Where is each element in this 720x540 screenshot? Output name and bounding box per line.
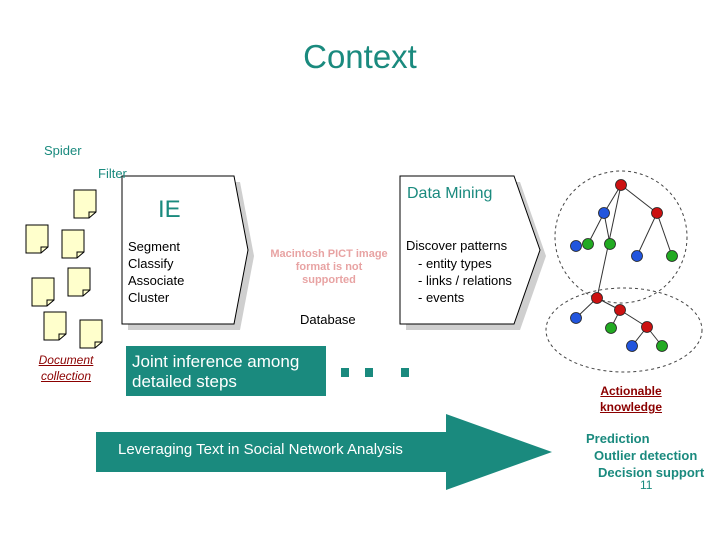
ie-step: Cluster: [128, 290, 170, 305]
banner-text: Leveraging Text in Social Network Analys…: [118, 441, 403, 458]
discover-patterns-list: - entity types - links / relations - eve…: [418, 255, 512, 306]
outcomes-list: Prediction Outlier detection Decision su…: [586, 430, 704, 481]
outcome-item: Outlier detection: [594, 448, 698, 463]
node-red: [651, 207, 663, 219]
node-green: [604, 238, 616, 250]
outcome-item: Decision support: [598, 465, 705, 480]
node-blue: [570, 312, 582, 324]
database-label: Database: [300, 312, 356, 327]
page-number: 11: [640, 478, 653, 492]
banner-arrow: [96, 414, 552, 490]
document-collection-label: Document collection: [38, 353, 94, 383]
page-title: Context: [303, 38, 417, 75]
data-mining-arrow: [399, 175, 546, 330]
network-nodes: [570, 179, 678, 352]
node-green: [666, 250, 678, 262]
node-blue: [626, 340, 638, 352]
document-icon: [67, 267, 91, 297]
actionable-knowledge-label: Actionable knowledge: [599, 384, 662, 414]
data-mining-label: Data Mining: [407, 185, 493, 202]
node-green: [656, 340, 668, 352]
discover-item: - links / relations: [418, 273, 512, 288]
document-icon: [61, 229, 85, 259]
discover-item: - entity types: [418, 256, 492, 271]
ie-step: Classify: [128, 256, 174, 271]
document-icon: [25, 224, 49, 254]
ie-step: Associate: [128, 273, 185, 288]
filter-label: Filter: [98, 166, 127, 181]
node-blue: [598, 207, 610, 219]
node-green: [582, 238, 594, 250]
node-red: [641, 321, 653, 333]
network-ellipse-bottom: [545, 287, 703, 373]
ie-steps-list: Segment Classify Associate Cluster: [128, 238, 184, 306]
discover-patterns-title: Discover patterns: [406, 238, 508, 253]
document-icon: [79, 319, 103, 349]
network-ellipse-top: [554, 170, 688, 304]
node-green: [605, 322, 617, 334]
node-blue: [631, 250, 643, 262]
node-red: [614, 304, 626, 316]
ie-label: IE: [158, 196, 181, 223]
document-icon: [73, 189, 97, 219]
node-red: [615, 179, 627, 191]
ie-arrow: [121, 175, 254, 330]
ie-step: Segment: [128, 239, 181, 254]
document-icon: [43, 311, 67, 341]
joint-inference-box: Joint inference among detailed steps: [126, 346, 326, 396]
discover-item: - events: [418, 290, 465, 305]
node-blue: [570, 240, 582, 252]
document-icon: [31, 277, 55, 307]
outcome-item: Prediction: [586, 431, 650, 446]
unsupported-image-placeholder: Macintosh PICT image format is not suppo…: [270, 248, 388, 286]
document-icons: [25, 189, 103, 349]
node-red: [591, 292, 603, 304]
spider-label: Spider: [44, 143, 82, 158]
ellipsis-dots: [341, 368, 409, 377]
